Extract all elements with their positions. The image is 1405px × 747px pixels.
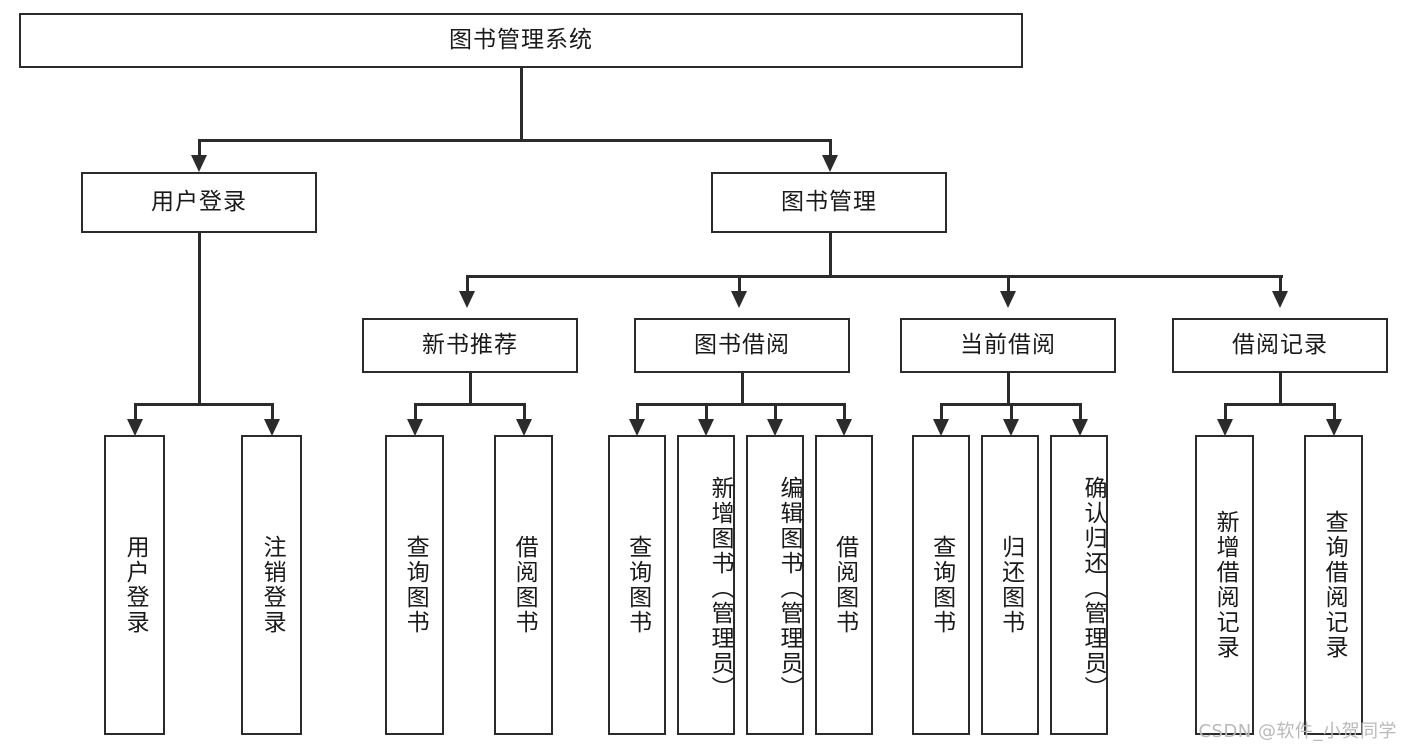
- connector-user-login-bus: [134, 403, 273, 406]
- connector-cb-drop-1: [940, 403, 943, 425]
- leaf-cb-return-book[interactable]: 归还图书: [981, 435, 1039, 735]
- leaf-nb-query-book[interactable]: 查询图书: [385, 435, 444, 735]
- node-label: 借阅图书: [831, 535, 858, 635]
- arrow-leaf-logout: [264, 419, 280, 436]
- arrow-leaf-nb-borrow: [516, 419, 532, 436]
- node-label: 注销登录: [259, 535, 286, 635]
- leaf-bb-edit-book-admin[interactable]: 编辑图书（管理员）: [746, 435, 804, 735]
- leaf-nb-borrow-book[interactable]: 借阅图书: [494, 435, 553, 735]
- node-label: 借阅记录: [1232, 331, 1328, 358]
- connector-to-borrow-record: [1279, 275, 1282, 296]
- node-label: 图书管理: [781, 188, 877, 215]
- node-root-library-system[interactable]: 图书管理系统: [19, 13, 1023, 68]
- arrow-leaf-bb-edit: [767, 419, 783, 436]
- connector-to-user-login: [198, 139, 201, 162]
- connector-level2-bus: [198, 139, 831, 142]
- connector-cb-drop-3: [1079, 403, 1082, 425]
- node-label: 查询图书: [402, 535, 429, 635]
- arrow-to-borrow-record: [1272, 291, 1288, 308]
- leaf-br-query-record[interactable]: 查询借阅记录: [1304, 435, 1363, 735]
- node-new-book-recommend[interactable]: 新书推荐: [362, 318, 578, 373]
- connector-current-borrow-stem: [1007, 373, 1010, 405]
- arrow-to-book-mgmt: [822, 155, 838, 172]
- connector-br-drop-2: [1333, 403, 1336, 425]
- connector-to-book-mgmt: [829, 139, 832, 162]
- leaf-cb-query-book[interactable]: 查询图书: [912, 435, 970, 735]
- csdn-watermark: CSDN @软件_小贺同学: [1198, 721, 1397, 742]
- leaf-user-login[interactable]: 用户登录: [104, 435, 165, 735]
- connector-root-stem: [520, 68, 523, 141]
- arrow-leaf-user-login: [127, 419, 143, 436]
- connector-bb-drop-2: [705, 403, 708, 425]
- arrow-leaf-bb-add: [698, 419, 714, 436]
- connector-to-book-borrow: [738, 275, 741, 296]
- node-current-borrow[interactable]: 当前借阅: [900, 318, 1116, 373]
- node-label: 确认归还（管理员）: [1080, 475, 1106, 701]
- connector-to-current-borrow: [1007, 275, 1010, 296]
- connector-user-login-drop-1: [134, 403, 137, 425]
- arrow-leaf-cb-return: [1003, 419, 1019, 436]
- arrow-to-current-borrow: [1000, 291, 1016, 308]
- leaf-bb-query-book[interactable]: 查询图书: [608, 435, 666, 735]
- node-label: 用户登录: [122, 535, 149, 635]
- node-label: 当前借阅: [960, 331, 1056, 358]
- arrow-leaf-br-query: [1326, 419, 1342, 436]
- leaf-bb-borrow-book[interactable]: 借阅图书: [815, 435, 873, 735]
- node-label: 用户登录: [151, 188, 247, 215]
- leaf-cb-confirm-return-admin[interactable]: 确认归还（管理员）: [1050, 435, 1108, 735]
- node-book-borrow[interactable]: 图书借阅: [634, 318, 850, 373]
- node-label: 借阅图书: [511, 535, 538, 635]
- node-borrow-record[interactable]: 借阅记录: [1172, 318, 1388, 373]
- connector-level3-bus: [466, 275, 1283, 278]
- arrow-leaf-cb-query: [933, 419, 949, 436]
- arrow-leaf-cb-confirm: [1072, 419, 1088, 436]
- connector-user-login-drop-2: [271, 403, 274, 425]
- connector-user-login-stem: [198, 233, 201, 405]
- connector-bb-drop-3: [774, 403, 777, 425]
- node-book-management[interactable]: 图书管理: [711, 172, 947, 233]
- node-label: 图书管理系统: [449, 26, 593, 53]
- leaf-logout[interactable]: 注销登录: [241, 435, 302, 735]
- node-label: 图书借阅: [694, 331, 790, 358]
- connector-to-new-book: [466, 275, 469, 296]
- arrow-leaf-bb-query: [629, 419, 645, 436]
- arrow-to-new-book: [459, 291, 475, 308]
- connector-cb-drop-2: [1010, 403, 1013, 425]
- arrow-leaf-nb-query: [407, 419, 423, 436]
- arrow-leaf-br-add: [1217, 419, 1233, 436]
- arrow-to-book-borrow: [731, 291, 747, 308]
- node-label: 新书推荐: [422, 331, 518, 358]
- connector-borrow-record-stem: [1279, 373, 1282, 405]
- connector-new-book-drop-2: [523, 403, 526, 425]
- node-label: 查询图书: [624, 535, 651, 635]
- connector-book-borrow-bus: [636, 403, 846, 406]
- connector-bb-drop-1: [636, 403, 639, 425]
- node-label: 查询借阅记录: [1321, 510, 1348, 660]
- node-user-login[interactable]: 用户登录: [81, 172, 317, 233]
- leaf-br-add-record[interactable]: 新增借阅记录: [1195, 435, 1254, 735]
- connector-borrow-record-bus: [1224, 403, 1335, 406]
- node-label: 新增借阅记录: [1212, 510, 1239, 660]
- node-label: 编辑图书（管理员）: [776, 475, 802, 701]
- arrow-to-user-login: [191, 155, 207, 172]
- connector-bb-drop-4: [843, 403, 846, 425]
- leaf-bb-add-book-admin[interactable]: 新增图书（管理员）: [677, 435, 735, 735]
- arrow-leaf-bb-borrow: [836, 419, 852, 436]
- node-label: 归还图书: [997, 535, 1024, 635]
- connector-book-borrow-stem: [741, 373, 744, 405]
- connector-br-drop-1: [1224, 403, 1227, 425]
- node-label: 查询图书: [928, 535, 955, 635]
- connector-new-book-stem: [469, 373, 472, 405]
- connector-new-book-drop-1: [414, 403, 417, 425]
- connector-book-mgmt-stem: [829, 233, 832, 277]
- node-label: 新增图书（管理员）: [707, 475, 733, 701]
- connector-new-book-bus: [414, 403, 525, 406]
